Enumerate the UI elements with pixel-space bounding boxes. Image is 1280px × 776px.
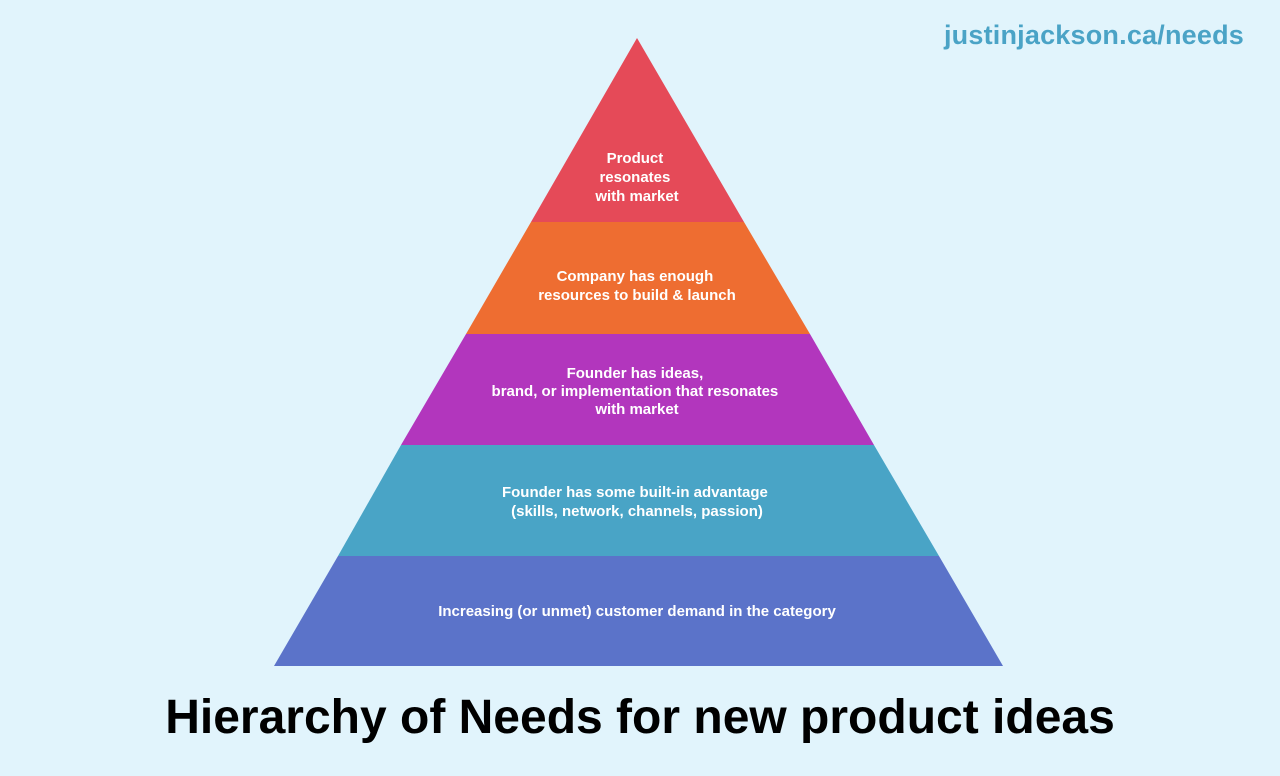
page-title: Hierarchy of Needs for new product ideas (165, 691, 1115, 744)
tier-5-line-1: Increasing (or unmet) customer demand in… (438, 603, 836, 620)
tier-5-label: Increasing (or unmet) customer demand in… (438, 603, 836, 620)
tier-3-line-1: Founder has ideas, (567, 365, 704, 382)
tier-4-line-2: (skills, network, channels, passion) (511, 503, 763, 520)
tier-4-label: Founder has some built-in advantage (ski… (502, 484, 772, 520)
tier-1-shape (531, 38, 744, 222)
tier-3-label: Founder has ideas, brand, or implementat… (492, 365, 783, 418)
needs-pyramid: Product resonates with market Company ha… (274, 38, 1003, 666)
tier-2-shape (466, 222, 810, 334)
tier-2-label: Company has enough resources to build & … (538, 268, 736, 304)
tier-2-line-2: resources to build & launch (538, 287, 736, 304)
tier-1-line-1: Product (607, 150, 664, 167)
tier-1-line-2: resonates (599, 169, 670, 186)
tier-1-label: Product resonates with market (594, 150, 678, 205)
tier-4-shape (338, 445, 939, 556)
tier-5-shape (274, 556, 1003, 666)
tier-3-line-2: brand, or implementation that resonates (492, 383, 779, 400)
tier-1-line-3: with market (594, 188, 678, 205)
source-url[interactable]: justinjackson.ca/needs (943, 20, 1244, 50)
tier-3-shape (401, 334, 874, 445)
tier-3-line-3: with market (594, 401, 678, 418)
tier-2-line-1: Company has enough (557, 268, 714, 285)
tier-4-line-1: Founder has some built-in advantage (502, 484, 768, 501)
